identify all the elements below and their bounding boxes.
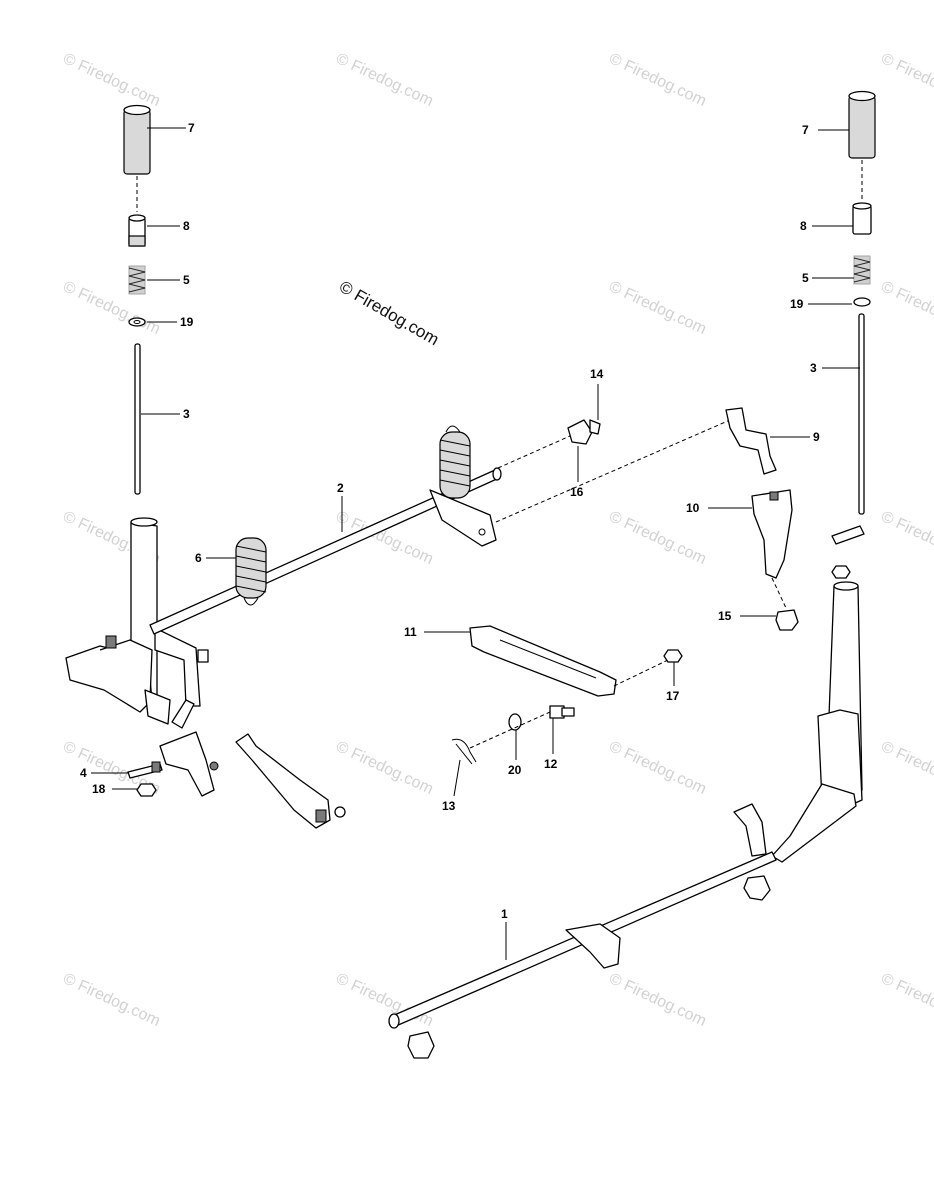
- callout-18: 18: [92, 782, 106, 796]
- callout-15: 15: [718, 609, 732, 623]
- watermark-text: © Firedog.com: [606, 738, 708, 798]
- spring-small-left: [128, 265, 146, 295]
- callout-8-right: 8: [800, 219, 807, 233]
- nut-17: [663, 649, 683, 663]
- callout-16: 16: [570, 485, 584, 499]
- callout-labels: 7 8 5 19 3 6 2 4 18 14 16 9 10 15 7 8 5 …: [80, 121, 820, 921]
- watermark-text: © Firedog.com: [60, 278, 162, 338]
- callout-7-right: 7: [802, 123, 809, 137]
- shaft-1: [388, 803, 777, 1059]
- callout-leaders: [91, 127, 860, 960]
- callout-8-left: 8: [183, 219, 190, 233]
- callout-3-left: 3: [183, 407, 190, 421]
- callout-9: 9: [813, 430, 820, 444]
- callout-3-right: 3: [810, 361, 817, 375]
- watermark-text: © Firedog.com: [878, 738, 934, 798]
- left-linkage: [159, 699, 219, 797]
- callout-4: 4: [80, 766, 87, 780]
- hairpin-13: [451, 711, 551, 765]
- callout-19-right: 19: [790, 297, 804, 311]
- nut-15: [775, 609, 799, 631]
- washer-left: [128, 317, 146, 327]
- watermark-text: © Firedog.com: [606, 278, 708, 338]
- nut-18: [136, 783, 157, 797]
- watermark-main: © Firedog.com: [336, 277, 442, 349]
- right-column: [771, 581, 863, 863]
- watermark-text: © Firedog.com: [878, 278, 934, 338]
- spring-large-right: [439, 425, 471, 499]
- stud-12: [549, 705, 575, 719]
- left-pedal-arm: [235, 733, 346, 829]
- right-handle-stack: [831, 90, 876, 579]
- cross-shaft-2: [149, 419, 731, 635]
- watermark-layer: © Firedog.com © Firedog.com © Firedog.co…: [60, 50, 934, 1030]
- link-plate-11: [469, 625, 669, 697]
- callout-5-left: 5: [183, 273, 190, 287]
- pin-4: [127, 761, 163, 779]
- watermark-text: © Firedog.com: [333, 50, 435, 110]
- callout-6: 6: [195, 551, 202, 565]
- callout-19-left: 19: [180, 315, 194, 329]
- callout-10: 10: [686, 501, 700, 515]
- callout-11: 11: [404, 625, 417, 639]
- callout-7-left: 7: [188, 121, 195, 135]
- hand-grip-left: [123, 104, 151, 212]
- lever-10: [751, 489, 793, 609]
- watermark-text: © Firedog.com: [333, 738, 435, 798]
- watermark-text: © Firedog.com: [606, 970, 708, 1030]
- watermark-text: © Firedog.com: [60, 50, 162, 110]
- left-handle-stack: [123, 104, 158, 711]
- callout-5-right: 5: [802, 271, 809, 285]
- callout-17: 17: [666, 689, 680, 703]
- watermark-text: © Firedog.com: [878, 970, 934, 1030]
- callout-14: 14: [590, 367, 604, 381]
- watermark-text: © Firedog.com: [333, 970, 435, 1030]
- rod-left: [134, 343, 141, 495]
- watermark-text: © Firedog.com: [60, 970, 162, 1030]
- callout-1: 1: [501, 907, 508, 921]
- bushing-left: [128, 214, 146, 247]
- watermark-text: © Firedog.com: [878, 508, 934, 568]
- watermark-text: © Firedog.com: [606, 50, 708, 110]
- clip-16: [567, 419, 601, 445]
- rod-end-9: [725, 407, 777, 475]
- spring-large-left: [235, 537, 267, 606]
- watermark-text: © Firedog.com: [878, 50, 934, 110]
- callout-20: 20: [508, 763, 522, 777]
- callout-13: 13: [442, 799, 456, 813]
- watermark-text: © Firedog.com: [606, 508, 708, 568]
- callout-12: 12: [544, 757, 558, 771]
- callout-2: 2: [337, 481, 344, 495]
